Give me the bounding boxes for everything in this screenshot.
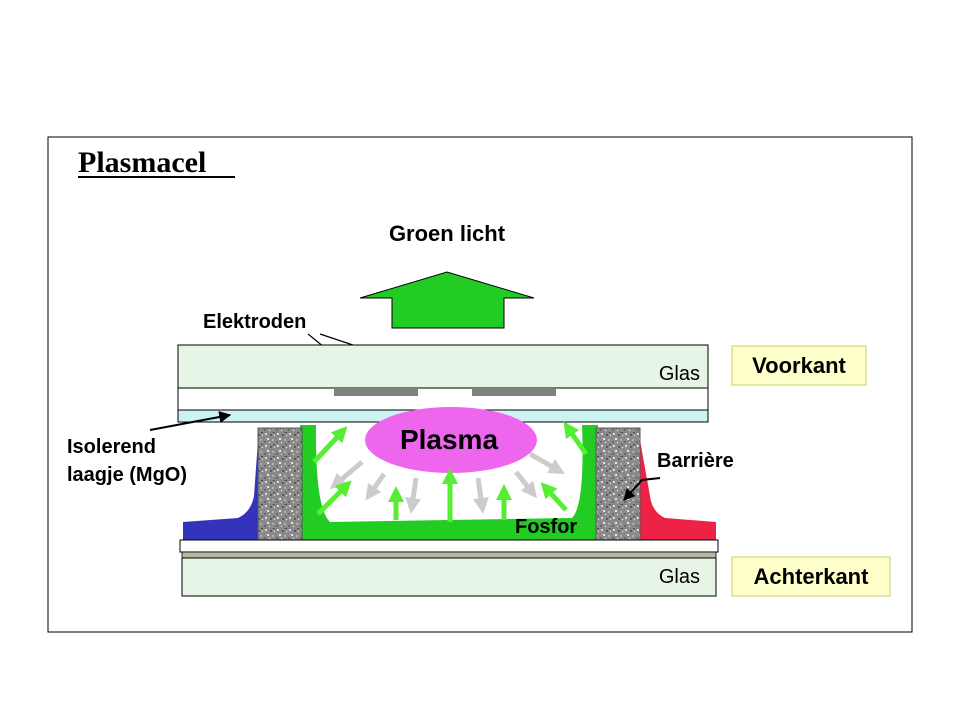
electrode-right [472,388,556,396]
plasma-cloud [365,407,537,473]
scatter-arrow [329,460,364,490]
scatter-arrow [472,477,489,514]
emission-arrow [312,426,348,464]
back-dielectric-strip [181,551,717,559]
phosphor-label: Fosfor [515,516,577,538]
insulating-label-line2: laagje (MgO) [67,464,187,486]
blue-phosphor [183,440,262,540]
front-label: Voorkant [752,353,846,378]
insulating-leader [149,411,232,431]
red-phosphor [640,440,716,540]
green-light-arrow [359,271,535,329]
back-glass-plate [181,557,717,597]
plasma-label: Plasma [400,424,498,455]
back-callout [731,556,891,597]
diagram-title: Plasmacel [78,146,206,179]
barrier-right [595,427,641,541]
scatter-arrow [405,477,422,514]
barrier-label: Barrière [657,450,734,472]
barrier-left [257,427,303,541]
uv-arrows [312,421,589,522]
emission-arrow [540,482,568,512]
insulating-label-line1: Isolerend [67,436,156,458]
emission-arrow [563,421,589,456]
emission-arrow [316,480,352,516]
electrode-left [334,388,418,396]
scatter-arrow [528,451,565,474]
front-glass-label: Glas [659,363,700,385]
back-electrode-layer [179,539,719,553]
electrodes-label: Elektroden [203,311,306,333]
scatter-arrow [514,470,537,499]
barrier-leader [623,477,661,501]
green-light-label: Groen licht [389,221,506,246]
front-glass-lower-strip [177,387,709,411]
green-phosphor [300,425,598,540]
back-glass-label: Glas [659,566,700,588]
back-label: Achterkant [754,564,870,589]
front-glass-plate [177,344,709,389]
front-callout [731,345,867,386]
scatter-arrow [365,472,387,501]
